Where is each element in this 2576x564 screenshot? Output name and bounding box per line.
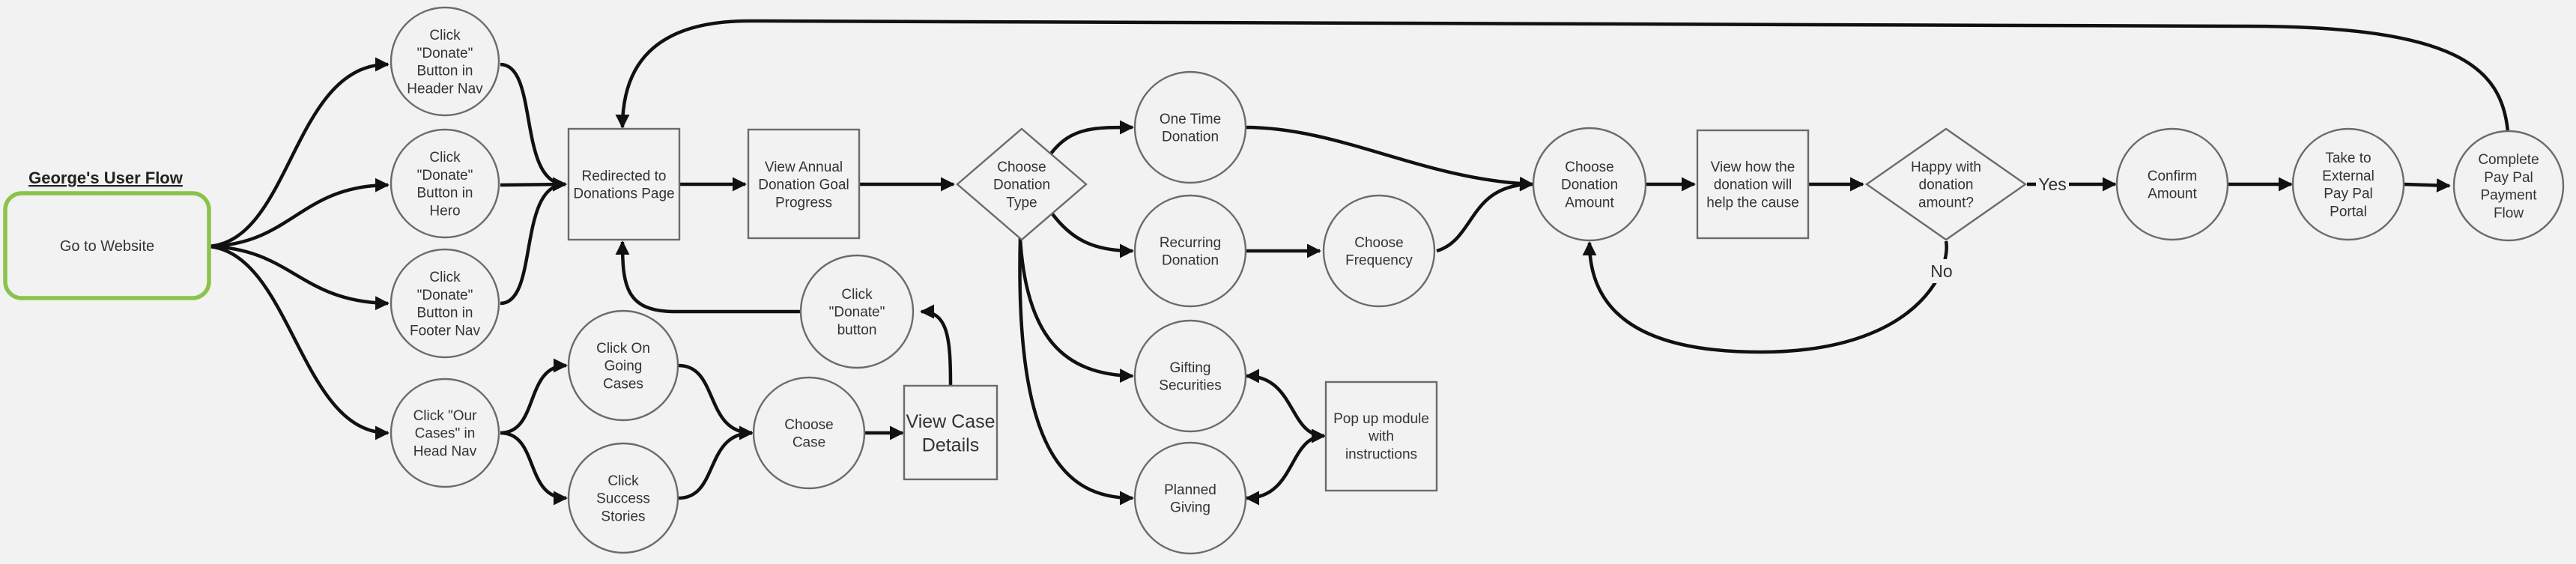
edge-footer-nav-to-donations-page bbox=[500, 177, 567, 306]
edge-donation-type-to-one-time bbox=[1049, 120, 1134, 155]
edge-one-time-to-donation-amount bbox=[1244, 125, 1534, 191]
edge-start-to-footer-nav bbox=[208, 244, 390, 311]
edge-donation-type-to-planned bbox=[1018, 237, 1134, 506]
recurring-node-shape bbox=[1133, 194, 1247, 308]
edges bbox=[208, 19, 2510, 506]
edge-label-no: No bbox=[1930, 261, 1952, 281]
edge-start-to-hero bbox=[208, 178, 390, 249]
donate-header-nav-node-shape bbox=[390, 6, 500, 117]
donation-amount-node-shape bbox=[1532, 127, 1647, 242]
donations-page-node-shape bbox=[567, 127, 681, 241]
help-cause-node-shape bbox=[1696, 129, 1810, 240]
confirm-amount-node-shape bbox=[2115, 127, 2229, 241]
edge-label-yes: Yes bbox=[2038, 175, 2067, 194]
diagram-title: George's User Flow bbox=[28, 169, 184, 187]
edge-start-to-header-nav bbox=[208, 57, 390, 249]
external-paypal-node-shape bbox=[2291, 127, 2405, 241]
popup-module-node-shape bbox=[1324, 380, 1438, 492]
edge-frequency-to-donation-amount bbox=[1436, 177, 1534, 253]
donate-button-node: Click"Donate"button bbox=[829, 287, 885, 339]
happy-amount-node-shape bbox=[1864, 127, 2028, 241]
choose-case-node-shape bbox=[752, 376, 866, 490]
edge-donation-type-to-gifting bbox=[1018, 237, 1134, 383]
donate-button-node-shape bbox=[799, 254, 915, 369]
edge-complete-paypal-to-donations-page bbox=[615, 19, 2510, 133]
donate-footer-nav-node-shape bbox=[390, 248, 500, 359]
success-stories-node-shape bbox=[567, 442, 679, 554]
one-time-node-shape bbox=[1133, 70, 1247, 184]
edge-popup-to-planned bbox=[1245, 428, 1326, 506]
our-cases-node-shape bbox=[390, 377, 500, 488]
edge-our-cases-to-success bbox=[500, 431, 568, 506]
planned-giving-node-shape bbox=[1133, 441, 1247, 555]
donation-type-node-shape bbox=[956, 127, 1088, 241]
edge-start-to-our-cases bbox=[208, 244, 390, 440]
edge-on-going-to-choose-case bbox=[678, 363, 754, 440]
edge-success-to-choose-case bbox=[678, 425, 754, 500]
start-node-shape bbox=[3, 191, 211, 300]
edge-donate-button-to-donations-page bbox=[615, 240, 800, 314]
annual-goal-node-shape bbox=[747, 128, 861, 240]
frequency-node-shape bbox=[1322, 194, 1436, 308]
start-node: Go to Website bbox=[60, 238, 154, 255]
gifting-securities-node-shape bbox=[1133, 319, 1247, 433]
on-going-cases-node-shape bbox=[567, 309, 679, 422]
edge-happy-amount-no-to-donation-amount bbox=[1582, 240, 1948, 354]
edge-donation-type-to-recurring bbox=[1049, 210, 1134, 258]
edge-our-cases-to-on-going bbox=[500, 358, 568, 435]
edge-external-to-complete-paypal bbox=[2403, 178, 2451, 192]
edge-header-nav-to-donations-page bbox=[500, 62, 567, 192]
edge-popup-to-gifting bbox=[1245, 369, 1326, 443]
complete-paypal-node-shape bbox=[2452, 130, 2565, 242]
no-label-bg bbox=[1927, 259, 1960, 283]
yes-label-bg bbox=[2036, 172, 2069, 196]
view-case-details-node-shape bbox=[903, 384, 998, 481]
edge-view-details-to-donate-button bbox=[920, 304, 953, 386]
donate-hero-node-shape bbox=[390, 128, 500, 239]
